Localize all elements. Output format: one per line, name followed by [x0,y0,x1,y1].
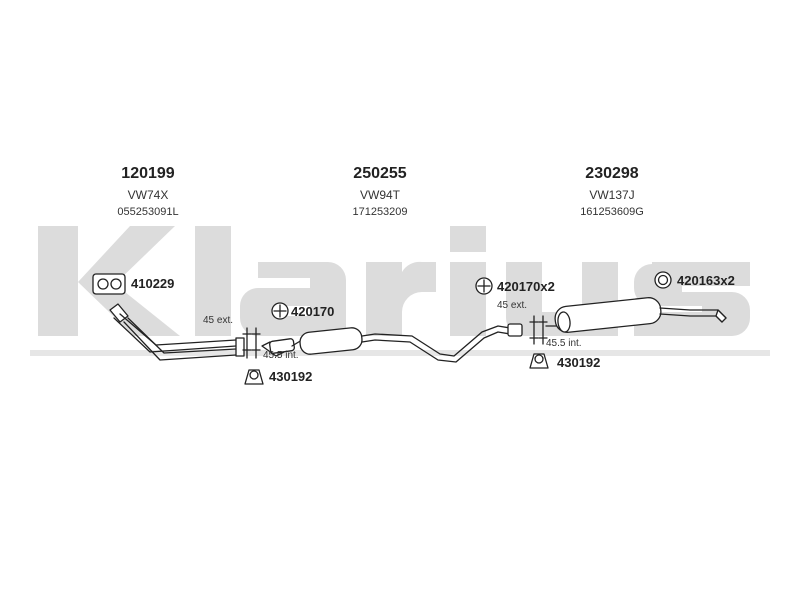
front-pipe [109,303,245,361]
middle-section [261,323,523,363]
hanger-part-label-left: 430192 [269,369,313,384]
part-group-rear: 230298 VW137J 161253609G [532,164,692,220]
oem-number: 055253091L [117,206,179,218]
left-int-note: 45.5 int. [263,350,299,361]
oem-number: 161253609G [580,206,644,218]
vehicle-code: VW74X [127,188,169,202]
ring-icon [654,271,672,289]
part-group-front: 120199 VW74X 055253091L [68,164,228,220]
left-ext-note: 45 ext. [203,315,234,326]
clamp-icon [271,302,289,320]
part-number: 120199 [121,165,175,182]
clamp-part-label-left: 420170 [291,304,335,319]
vehicle-code: VW94T [359,188,400,202]
hanger-icon [244,369,264,385]
ring-part-label: 420163x2 [677,273,735,288]
part-group-middle: 250255 VW94T 171253209 [300,164,460,220]
hanger-icon [529,353,549,369]
oem-number: 171253209 [352,206,408,218]
part-number: 230298 [585,165,639,182]
hanger-part-label-right: 430192 [557,355,601,370]
clamp-part-label-right: 420170x2 [497,279,555,294]
joint-marker-right [529,315,548,345]
right-int-note: 45.5 int. [546,338,582,349]
gasket-icon [92,273,126,295]
joint-marker-left [242,327,261,359]
vehicle-code: VW137J [589,188,635,202]
right-ext-note: 45 ext. [497,300,528,311]
gasket-part-label: 410229 [131,276,175,291]
part-number: 250255 [353,165,407,182]
rear-silencer [545,297,727,333]
clamp-icon [475,277,493,295]
